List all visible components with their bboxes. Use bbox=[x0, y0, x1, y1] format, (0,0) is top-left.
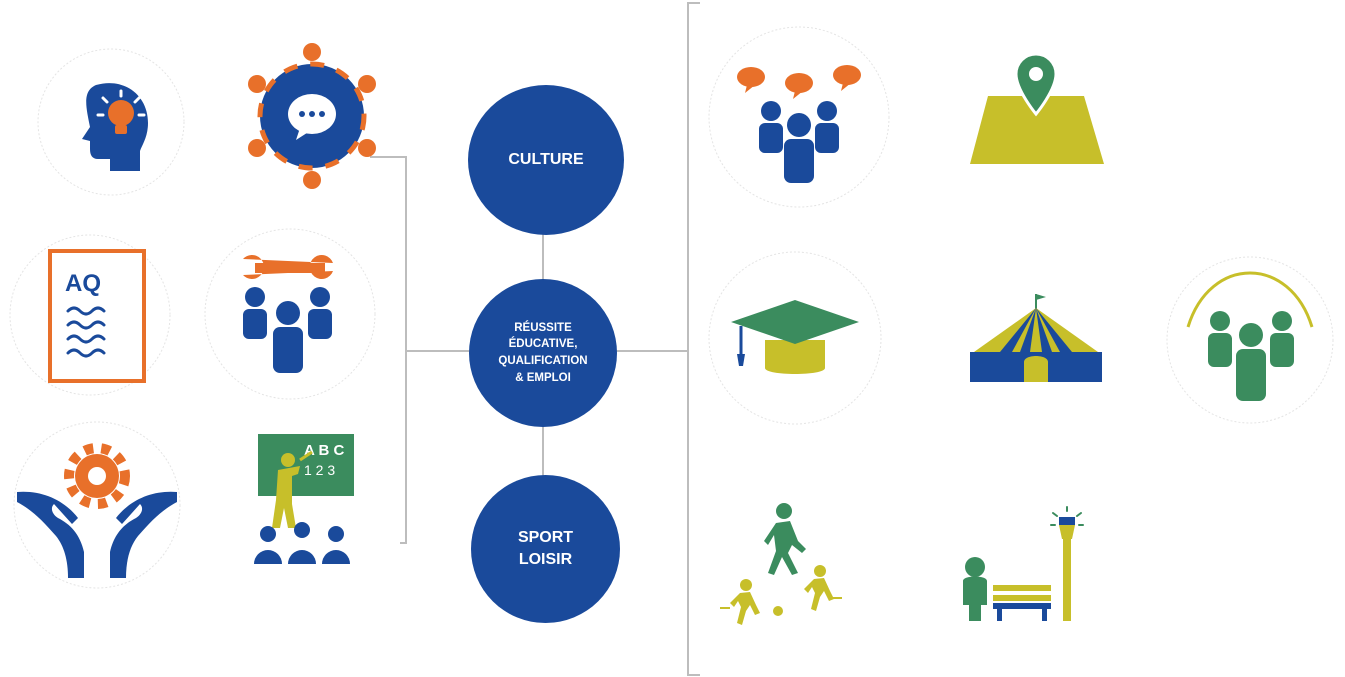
people-speech-icon bbox=[707, 25, 892, 210]
park-bench-lamp-icon bbox=[955, 505, 1095, 630]
document-aq-text: AQ bbox=[65, 270, 101, 297]
board-text-top: A B C bbox=[304, 442, 344, 459]
head-lightbulb-icon bbox=[36, 47, 186, 197]
outdoor-play-icon bbox=[712, 495, 862, 630]
right-bracket bbox=[687, 2, 700, 676]
hub-reussite: RÉUSSITE ÉDUCATIVE, QUALIFICATION & EMPL… bbox=[469, 279, 617, 427]
hub-sport-loisir-label: SPORT LOISIR bbox=[517, 528, 574, 568]
teacher-class-icon: A B C 1 2 3 bbox=[240, 430, 360, 570]
hub-reussite-label: RÉUSSITE ÉDUCATIVE, QUALIFICATION & EMPL… bbox=[498, 321, 588, 384]
group-arc-icon bbox=[1158, 255, 1343, 425]
hub-culture-label: CULTURE bbox=[508, 151, 584, 168]
discussion-circle-icon bbox=[236, 40, 388, 192]
wrench-team-icon bbox=[203, 227, 378, 402]
circus-tent-icon bbox=[966, 290, 1106, 385]
hub-sport-loisir: SPORT LOISIR bbox=[471, 475, 620, 623]
graduation-cap-icon bbox=[707, 250, 883, 426]
document-aq-icon: AQ bbox=[8, 233, 173, 398]
hands-gear-icon bbox=[12, 420, 182, 590]
hub-culture: CULTURE bbox=[468, 85, 624, 235]
map-pin-icon bbox=[966, 40, 1106, 170]
board-text-bottom: 1 2 3 bbox=[304, 462, 335, 478]
